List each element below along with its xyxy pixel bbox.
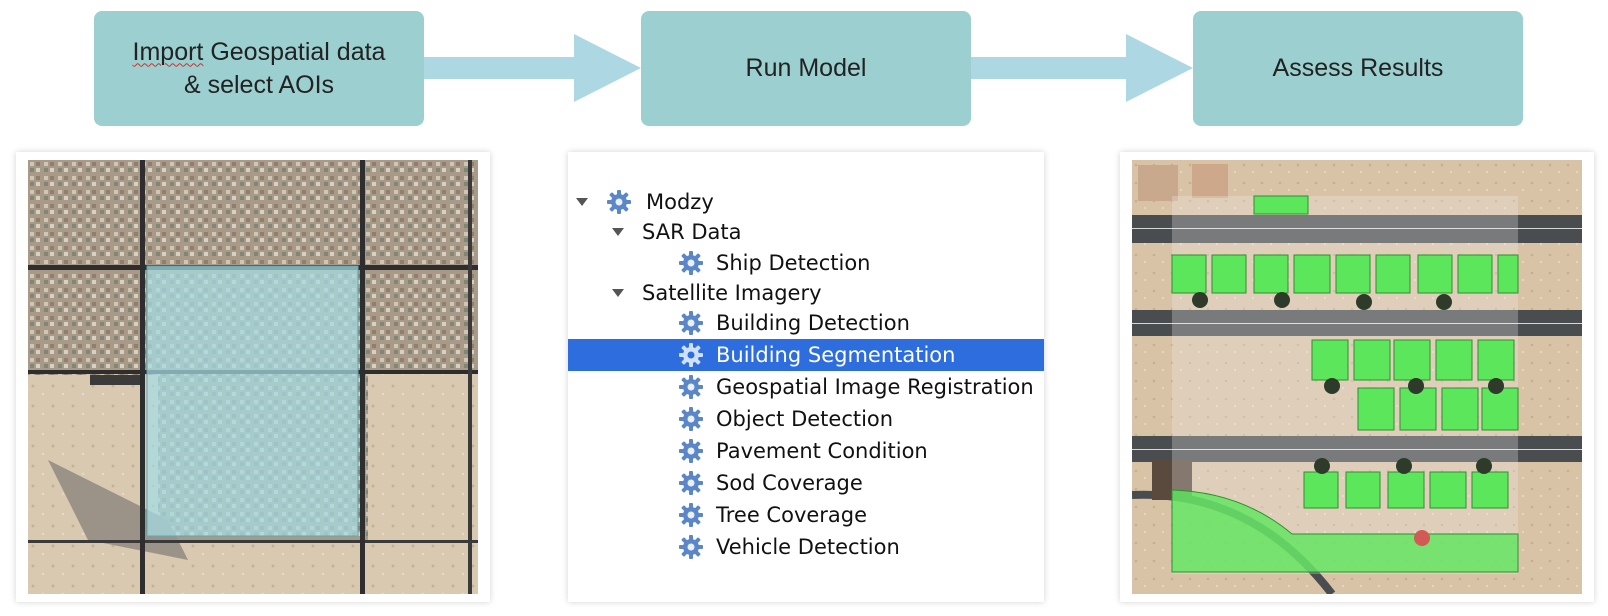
step-run-model-label: Run Model: [745, 54, 867, 82]
tree-item-sod-coverage[interactable]: Sod Coverage: [568, 467, 1044, 499]
tree-item-pavement-condition[interactable]: Pavement Condition: [568, 435, 1044, 467]
tree-root[interactable]: Modzy: [568, 186, 1044, 218]
step-run-model: Run Model: [641, 11, 971, 126]
step-import-line2: & select AOIs: [183, 70, 335, 99]
tree-item-tree-coverage[interactable]: Tree Coverage: [568, 499, 1044, 531]
gear-icon: [679, 311, 703, 335]
step-assess-results: Assess Results: [1193, 11, 1523, 126]
arrow-right-icon: [971, 34, 1193, 102]
tree-item-label: Object Detection: [716, 407, 894, 431]
tree-item-label: Tree Coverage: [716, 503, 868, 527]
arrow-right-icon: [424, 34, 641, 102]
tree-item-building-segmentation[interactable]: Building Segmentation: [568, 339, 1044, 371]
gear-icon: [679, 471, 703, 495]
tree-item-object-detection[interactable]: Object Detection: [568, 403, 1044, 435]
tree-group-label: SAR Data: [642, 220, 742, 244]
gear-icon: [679, 535, 703, 559]
tree-item-label: Ship Detection: [716, 251, 871, 275]
tree-item-label: Building Detection: [716, 311, 910, 335]
tree-group-sar-data[interactable]: SAR Data: [568, 216, 1044, 248]
gear-icon: [679, 503, 703, 527]
gear-icon: [679, 439, 703, 463]
results-panel: [1120, 152, 1594, 602]
tree-item-label: Building Segmentation: [716, 343, 956, 367]
gear-icon: [679, 375, 703, 399]
aoi-selection[interactable]: [146, 265, 359, 537]
model-tree-panel: Modzy SAR Data Ship Detection Satellite …: [568, 152, 1044, 602]
gear-icon: [679, 251, 703, 275]
tree-item-label: Pavement Condition: [716, 439, 928, 463]
tree-item-ship-detection[interactable]: Ship Detection: [568, 247, 1044, 279]
tree-item-label: Geospatial Image Registration: [716, 375, 1034, 399]
tree-item-label: Vehicle Detection: [716, 535, 900, 559]
step-assess-results-label: Assess Results: [1272, 54, 1444, 82]
step-import-word: Import: [132, 37, 204, 66]
step-import-geospatial: Import Geospatial data & select AOIs: [94, 11, 424, 126]
tree-group-satellite-imagery[interactable]: Satellite Imagery: [568, 277, 1044, 309]
aoi-map-panel: [16, 152, 490, 602]
tree-item-geospatial-image-registration[interactable]: Geospatial Image Registration: [568, 371, 1044, 403]
triangle-down-icon[interactable]: [612, 289, 624, 297]
tree-item-building-detection[interactable]: Building Detection: [568, 307, 1044, 339]
satellite-map-image[interactable]: [28, 160, 478, 594]
tree-item-vehicle-detection[interactable]: Vehicle Detection: [568, 531, 1044, 563]
step-import-line1: Geospatial data: [203, 37, 386, 66]
triangle-down-icon[interactable]: [612, 228, 624, 236]
segmentation-result-image[interactable]: [1132, 160, 1582, 594]
gear-icon: [679, 343, 703, 367]
gear-icon: [679, 407, 703, 431]
triangle-down-icon[interactable]: [576, 198, 588, 206]
tree-group-label: Satellite Imagery: [642, 281, 822, 305]
tree-root-label: Modzy: [646, 190, 714, 214]
gear-icon: [607, 190, 631, 214]
tree-item-label: Sod Coverage: [716, 471, 863, 495]
